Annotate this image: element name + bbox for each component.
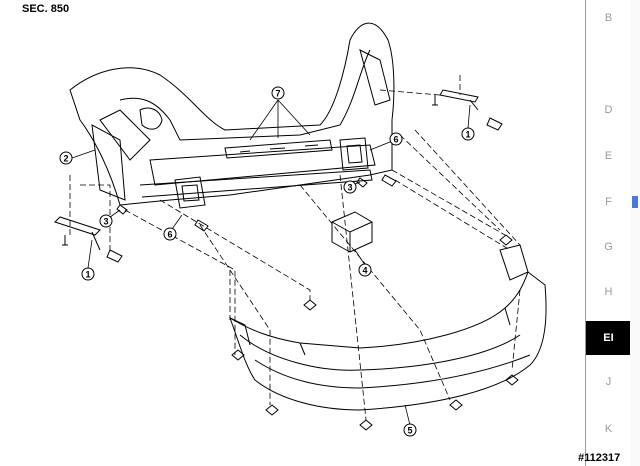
scrollbar[interactable] [630, 0, 640, 466]
tab-j[interactable]: J [605, 376, 612, 388]
reinforcement-bracket [224, 139, 333, 159]
callout-3-left: 3 [99, 214, 113, 228]
callout-2: 2 [59, 151, 73, 165]
rear-body-panel [69, 22, 395, 206]
callout-6-left: 6 [163, 227, 177, 241]
rear-panel-beam [149, 144, 376, 186]
callout-label: 2 [63, 154, 68, 164]
scrollbar-thumb[interactable] [632, 196, 638, 208]
bracket-left [174, 176, 206, 209]
tab-h[interactable]: H [604, 286, 613, 298]
rear-bumper-exploded-diagram: 1 1 2 3 3 4 5 6 [54, 22, 547, 437]
tab-e[interactable]: E [604, 150, 613, 162]
callout-4: 4 [358, 263, 372, 277]
callout-7: 7 [271, 86, 285, 100]
callout-label: 4 [362, 266, 367, 276]
trunk-inner-edge [119, 49, 371, 141]
callout-3-right: 3 [343, 180, 357, 194]
callout-label: 6 [393, 135, 398, 145]
callout-1-right: 1 [461, 127, 475, 141]
bracket-right [339, 137, 369, 171]
callout-label: 1 [465, 130, 470, 140]
rear-panel-lower [139, 169, 373, 198]
callout-label: 1 [85, 270, 90, 280]
callout-label: 3 [103, 217, 108, 227]
callout-1-left: 1 [81, 267, 95, 281]
callouts: 1 1 2 3 3 4 5 6 [59, 86, 475, 437]
callout-label: 5 [407, 426, 412, 436]
callout-label: 7 [275, 89, 280, 99]
bumper-fascia [229, 271, 547, 411]
callout-6-right: 6 [389, 132, 403, 146]
tab-k[interactable]: K [604, 423, 613, 435]
tab-d[interactable]: D [604, 104, 613, 116]
reference-code: #112317 [578, 452, 621, 464]
tab-f[interactable]: F [605, 196, 612, 208]
left-side-bracket [91, 124, 126, 201]
section-index-tabs: B D E F G H EI J K [585, 0, 631, 466]
tab-ei[interactable]: EI [586, 321, 631, 355]
callout-5: 5 [403, 423, 417, 437]
left-retainer [54, 216, 101, 236]
tab-b[interactable]: B [604, 12, 613, 24]
callout-label: 6 [167, 230, 172, 240]
callout-label: 3 [347, 183, 352, 193]
tab-g[interactable]: G [604, 241, 613, 253]
section-label: SEC. 850 [22, 3, 70, 15]
right-retainer [439, 89, 479, 103]
component-box [331, 211, 373, 253]
